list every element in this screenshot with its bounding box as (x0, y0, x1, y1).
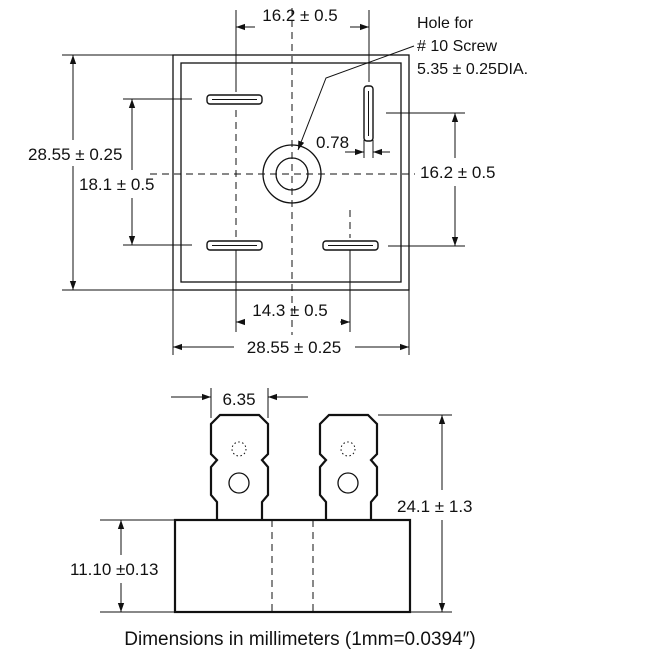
side-terminal-right (318, 413, 379, 520)
dim-label-body-height: 11.10 ±0.13 (70, 560, 158, 579)
dim-label-right-spacing: 16.2 ± 0.5 (420, 163, 496, 182)
mounting-hole-outer (262, 144, 322, 204)
mounting-hole-inner (275, 157, 309, 191)
side-terminal-right-dotted-hole (340, 441, 356, 457)
top-view: 16.2 ± 0.5 Hole for # 10 Screw 5.35 ± 0.… (28, 6, 528, 357)
dim-label-bottom-overall: 28.55 ± 0.25 (247, 338, 341, 357)
dim-label-bottom-spacing: 14.3 ± 0.5 (252, 301, 328, 320)
dim-label-terminal-width: 0.78 (316, 133, 349, 152)
dim-label-left-overall: 28.55 ± 0.25 (28, 145, 122, 164)
body-outline-inner (180, 62, 402, 283)
hole-note-line2: # 10 Screw (417, 38, 497, 55)
dim-label-top-spacing: 16.2 ± 0.5 (262, 6, 338, 25)
side-terminal-left-dotted-hole (231, 441, 247, 457)
dim-label-total-height: 24.1 ± 1.3 (397, 497, 473, 516)
hole-note-line3: 5.35 ± 0.25DIA. (417, 61, 528, 78)
dim-label-left-spacing: 18.1 ± 0.5 (79, 175, 155, 194)
hole-note-leader (297, 45, 415, 151)
dim-label-side-terminal-width: 6.35 (222, 390, 255, 409)
side-terminal-left-hole (228, 472, 250, 494)
side-terminal-left (209, 413, 270, 520)
dimensions-caption: Dimensions in millimeters (1mm=0.0394″) (124, 629, 475, 650)
side-terminal-right-hole (337, 472, 359, 494)
hole-note-line1: Hole for (417, 15, 474, 32)
body-outline-outer (172, 54, 410, 291)
side-view: 6.35 24.1 ± 1.3 11.10 ±0.13 (70, 388, 473, 614)
side-body (173, 518, 412, 614)
